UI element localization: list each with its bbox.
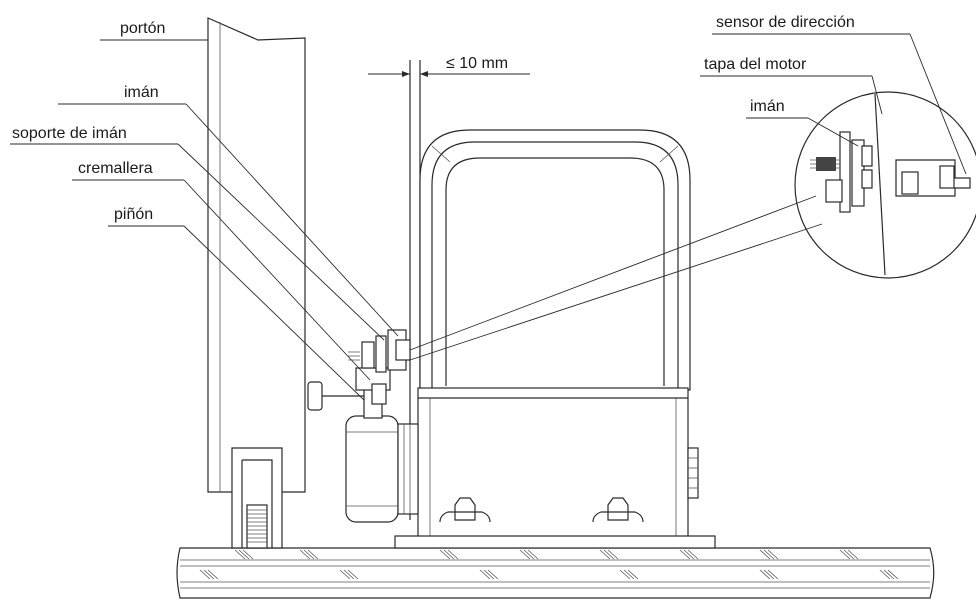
pinion-assembly xyxy=(345,383,419,523)
label-gate: portón xyxy=(120,20,165,37)
gate-panel xyxy=(207,17,306,549)
gate-motor xyxy=(394,129,716,549)
label-magnet: imán xyxy=(124,84,159,101)
label-leaders xyxy=(10,33,967,401)
label-rack: cremallera xyxy=(78,160,153,177)
ground-slab xyxy=(176,547,935,599)
label-pinion: piñón xyxy=(114,206,153,223)
label-gap: ≤ 10 mm xyxy=(446,55,508,72)
detail-magnifier xyxy=(409,91,976,361)
label-motor-cover: tapa del motor xyxy=(704,56,807,73)
rack-bracket-hardware xyxy=(307,329,411,411)
label-direction-sensor: sensor de dirección xyxy=(716,14,855,31)
label-magnet-bracket: soporte de imán xyxy=(12,125,127,142)
label-magnet-detail: imán xyxy=(750,98,785,115)
